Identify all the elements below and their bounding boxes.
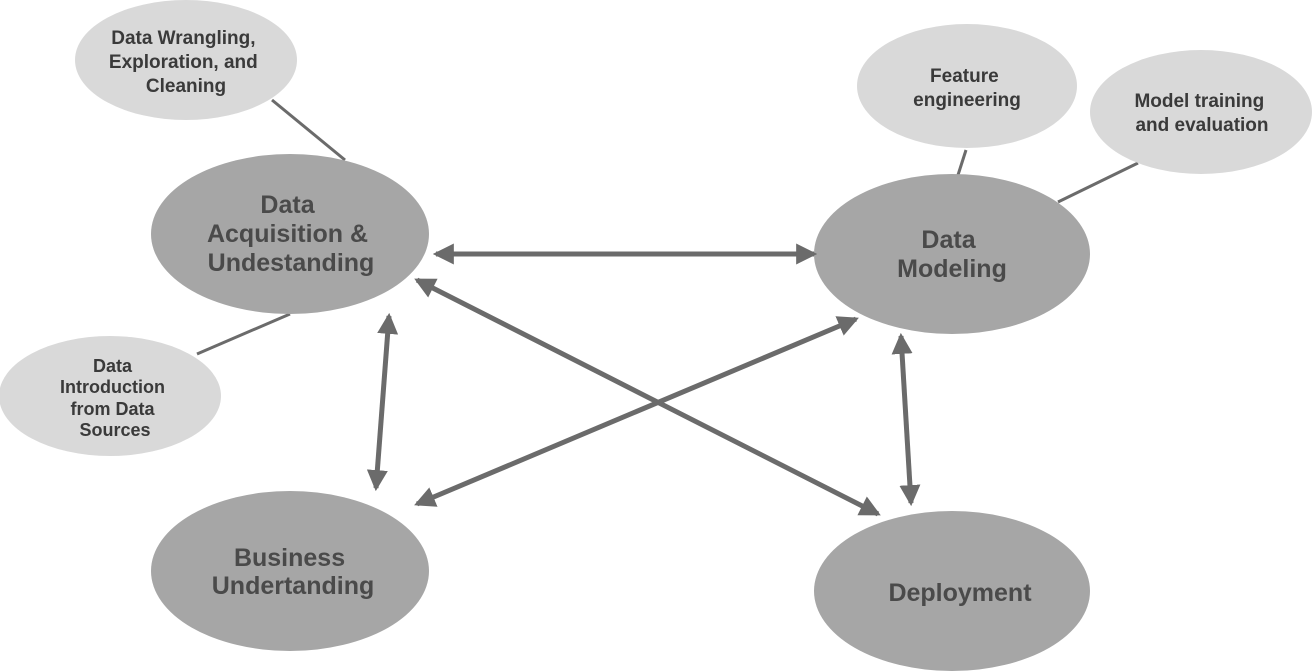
data-acquisition-label-line-2: Acquisition & <box>207 220 368 248</box>
data-modeling-label-line-2: Modeling <box>897 255 1007 283</box>
model-training-label: Model training and evaluation <box>1134 91 1269 136</box>
data-wrangling-label-line-1: Data Wrangling, <box>111 28 255 49</box>
connector-line-wrangling <box>271 98 346 162</box>
major-node-data-modeling <box>814 174 1090 334</box>
major-node-business-understanding <box>151 491 429 651</box>
data-introduction-label-line-4: Sources <box>79 420 150 440</box>
data-wrangling-label-line-2: Exploration, and <box>109 52 258 73</box>
minor-node-data-introduction <box>0 336 221 456</box>
data-acquisition-label-line-1: Data <box>260 191 315 219</box>
major-node-deployment <box>814 511 1090 671</box>
major-node-data-acquisition <box>151 154 429 314</box>
minor-node-feature-engineering <box>857 24 1077 148</box>
business-understanding-label-line-2: Undertanding <box>212 572 375 600</box>
data-modeling-label: Data Modeling <box>897 226 1007 283</box>
model-training-label-line-1: Model training <box>1134 91 1264 112</box>
minor-node-model-training <box>1090 50 1312 174</box>
business-understanding-label-line-1: Business <box>234 544 345 572</box>
data-introduction-label: Data Introduction from Data Sources <box>60 356 170 440</box>
arrow-modeling-business <box>414 316 859 507</box>
model-training-label-line-2: and evaluation <box>1135 115 1268 136</box>
deployment-label-line-1: Deployment <box>888 579 1032 607</box>
connector-line-introduction <box>196 312 291 356</box>
minor-node-data-wrangling <box>75 0 297 120</box>
data-acquisition-label: Data Acquisition & Undestanding <box>207 191 375 277</box>
data-wrangling-label: Data Wrangling, Exploration, and Cleanin… <box>109 28 263 97</box>
data-introduction-label-line-2: Introduction <box>60 377 165 397</box>
data-wrangling-label-line-3: Cleaning <box>146 76 226 97</box>
data-modeling-label-line-1: Data <box>921 226 976 254</box>
feature-engineering-label: Feature engineering <box>913 66 1021 111</box>
connector-line-feature <box>956 149 968 176</box>
deployment-label: Deployment <box>888 579 1032 607</box>
arrow-acquisition-deployment <box>414 277 881 517</box>
feature-engineering-label-line-2: engineering <box>913 90 1021 111</box>
business-understanding-label: Business Undertanding <box>212 544 375 600</box>
feature-engineering-label-line-1: Feature <box>930 66 999 87</box>
data-introduction-label-line-1: Data <box>93 356 133 376</box>
arrow-modeling-deployment <box>891 332 921 507</box>
data-introduction-label-line-3: from Data <box>70 399 155 419</box>
arrow-acquisition-business <box>366 312 399 492</box>
connector-line-model-training <box>1057 161 1139 204</box>
data-acquisition-label-line-3: Undestanding <box>208 249 375 277</box>
